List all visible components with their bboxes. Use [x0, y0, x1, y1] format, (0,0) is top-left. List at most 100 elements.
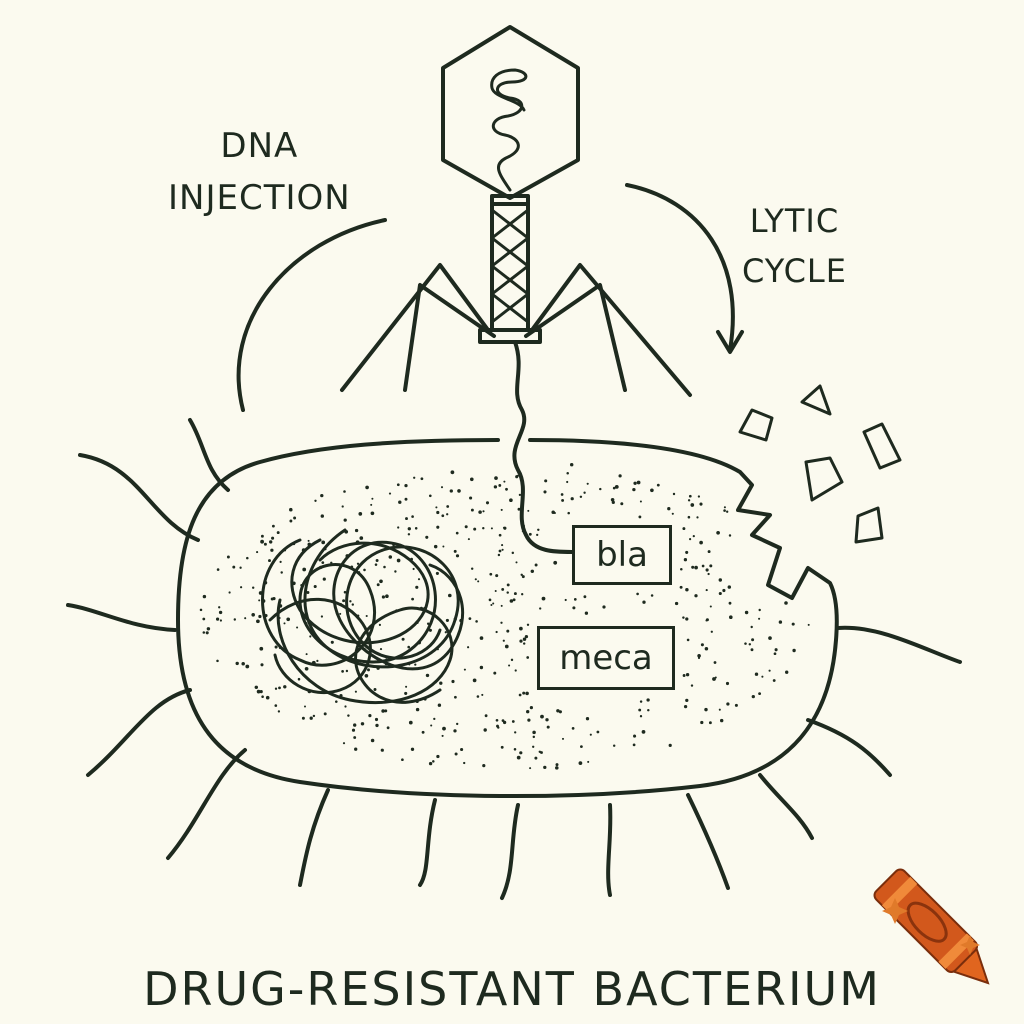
stipple-dot [555, 763, 559, 767]
bacteriophage-icon [340, 25, 692, 554]
stipple-dot [497, 553, 501, 557]
stipple-dot [335, 700, 338, 703]
stipple-dot [228, 591, 231, 594]
stipple-dot [506, 629, 510, 633]
stipple-dot [674, 601, 679, 606]
stipple-dot [543, 490, 547, 494]
stipple-dot [680, 568, 683, 571]
stipple-dot [709, 605, 712, 608]
stipple-dot [689, 538, 692, 541]
stipple-dot [525, 691, 529, 696]
stipple-dot [785, 670, 789, 674]
stipple-dot [456, 722, 459, 726]
stipple-dot [688, 494, 692, 498]
stipple-dot [276, 531, 280, 535]
stipple-dot [433, 544, 438, 549]
stipple-dot [727, 585, 732, 589]
stipple-dot [792, 648, 796, 653]
stipple-dot [415, 585, 419, 589]
crayon-icon [873, 868, 990, 985]
stipple-dot [297, 677, 301, 681]
stipple-dot [570, 497, 574, 501]
stipple-dot [354, 747, 358, 751]
stipple-dot [642, 600, 646, 604]
stipple-dot [307, 539, 310, 542]
stipple-dot [437, 703, 442, 707]
stipple-dot [498, 533, 502, 537]
nucleoid-dna-icon [261, 528, 465, 705]
stipple-dot [467, 538, 470, 541]
stipple-dot [553, 511, 556, 515]
stipple-dot [671, 512, 674, 515]
stipple-dot [709, 564, 713, 568]
stipple-dot [716, 530, 720, 535]
lytic-cycle-arrow [625, 183, 744, 354]
stipple-dot [254, 685, 259, 690]
stipple-dot [707, 572, 710, 576]
stipple-dot [472, 678, 477, 683]
stipple-dot [518, 693, 522, 697]
stipple-dot [241, 661, 245, 666]
stipple-dot [428, 494, 432, 498]
stipple-dot [532, 730, 536, 735]
stipple-dot [302, 567, 307, 572]
stipple-dot [442, 545, 445, 548]
stipple-dot [685, 550, 689, 554]
stipple-dot [232, 565, 236, 569]
stipple-dot [751, 638, 755, 642]
stipple-dot [519, 626, 523, 631]
stipple-dot [527, 718, 531, 722]
stipple-dot [479, 665, 484, 670]
stipple-dot [410, 747, 415, 751]
stipple-dot [343, 490, 346, 493]
stipple-dot [405, 685, 408, 688]
stipple-dot [463, 761, 466, 765]
stipple-dot [586, 482, 589, 485]
stipple-dot [490, 527, 493, 530]
stipple-dot [509, 599, 514, 603]
stipple-dot [485, 501, 490, 505]
stipple-dot [513, 592, 517, 596]
stipple-dot [610, 498, 615, 502]
stipple-dot [343, 590, 347, 594]
stipple-dot [725, 681, 730, 686]
stipple-dot [353, 736, 357, 739]
stipple-dot [408, 720, 413, 725]
stipple-dot [454, 695, 457, 699]
stipple-dot [791, 622, 795, 626]
stipple-dot [492, 602, 495, 605]
stipple-dot [226, 555, 230, 559]
stipple-dot [555, 766, 559, 770]
stipple-dot [523, 642, 526, 645]
stipple-dot [498, 549, 502, 553]
stipple-dot [758, 617, 761, 620]
stipple-dot [501, 587, 505, 591]
stipple-dot [696, 516, 699, 519]
stipple-dot [271, 536, 275, 540]
stipple-dot [330, 640, 334, 644]
stipple-dot [407, 527, 411, 531]
stipple-dot [425, 673, 430, 678]
stipple-dot [375, 723, 379, 728]
stipple-dot [505, 487, 508, 491]
stipple-dot [632, 743, 636, 747]
stipple-dot [457, 489, 461, 493]
stipple-dot [682, 616, 685, 619]
stipple-dot [413, 476, 416, 479]
stipple-dot [394, 570, 397, 573]
stipple-dot [404, 691, 408, 695]
stipple-dot [436, 510, 440, 515]
stipple-dot [279, 560, 282, 564]
stipple-dot [761, 675, 764, 678]
stipple-dot [235, 661, 239, 666]
stipple-dot [441, 514, 445, 518]
stipple-dot [650, 488, 654, 493]
stipple-dot [320, 493, 324, 498]
stipple-dot [347, 714, 350, 717]
stipple-dot [578, 761, 583, 765]
stipple-dot [515, 561, 518, 564]
stipple-dot [500, 508, 503, 511]
stipple-dot [432, 760, 435, 763]
stipple-dot [388, 555, 393, 559]
stipple-dot [259, 646, 264, 651]
